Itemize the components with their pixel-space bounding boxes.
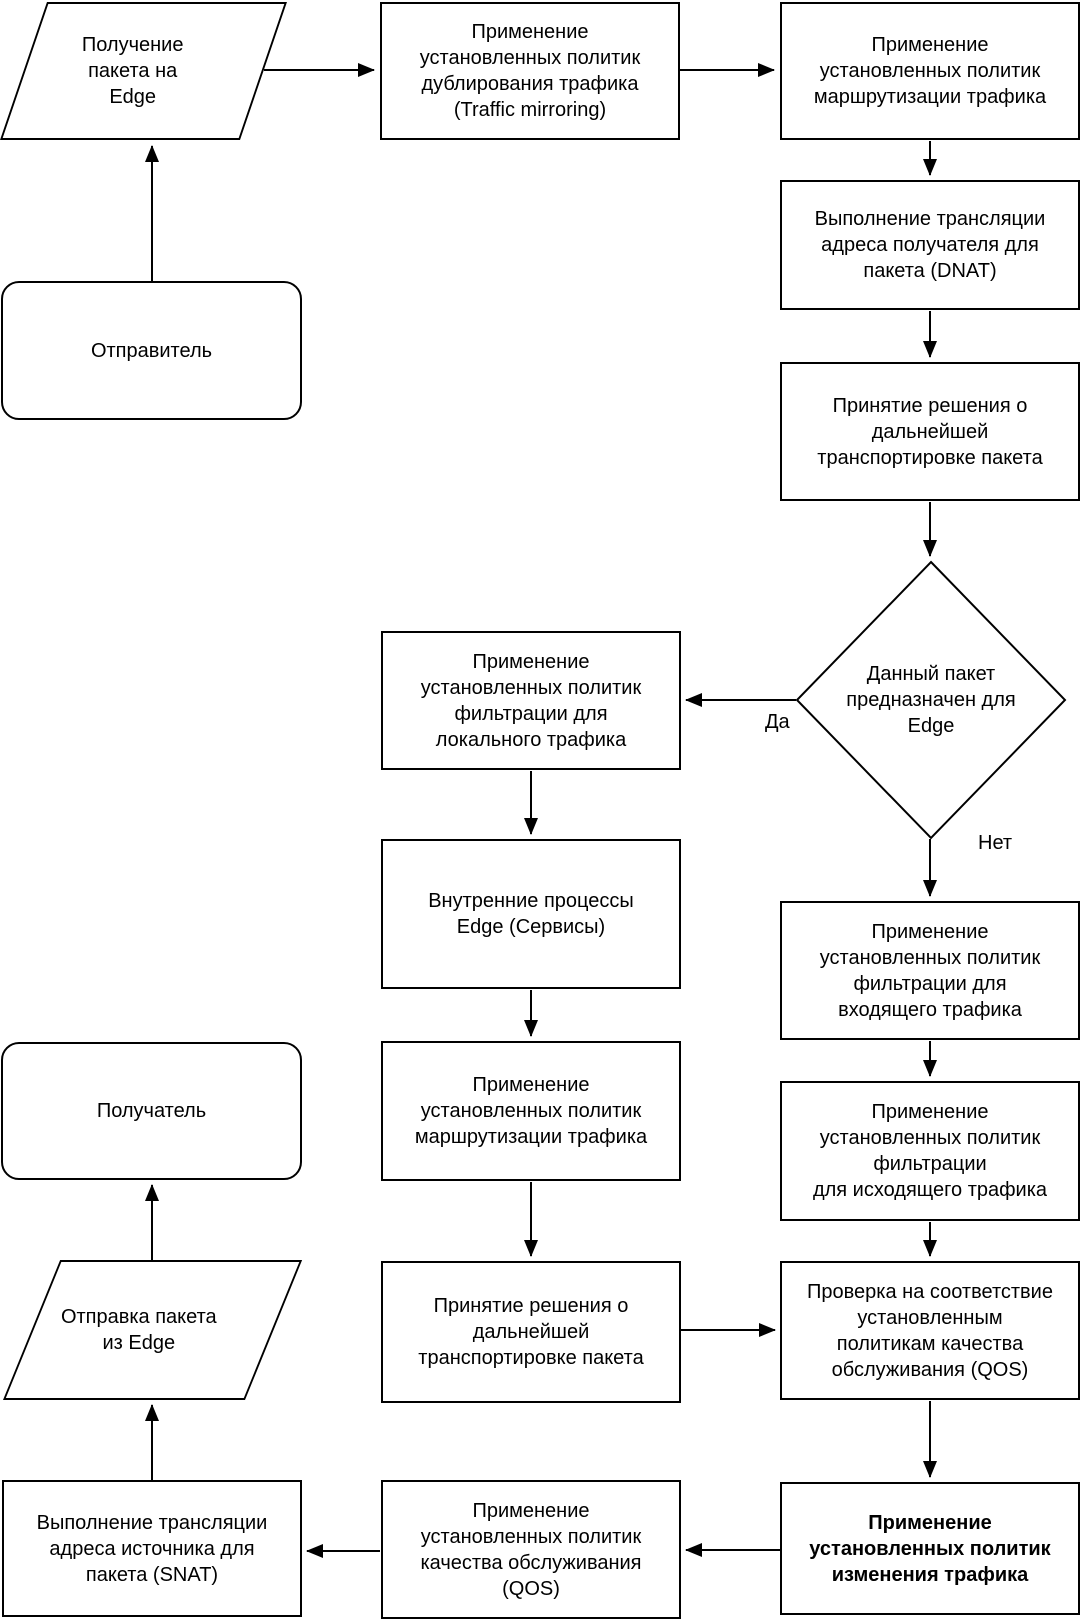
- node-edge-services: Внутренние процессы Edge (Сервисы): [381, 839, 681, 989]
- node-receiver: Получатель: [1, 1042, 302, 1180]
- node-traffic-change: Применение установленных политик изменен…: [780, 1482, 1080, 1615]
- node-local-filtering: Применение установленных политик фильтра…: [381, 631, 681, 770]
- node-traffic-mirroring-label: Применение установленных политик дублиро…: [419, 21, 641, 121]
- node-routing-middle: Применение установленных политик маршрут…: [381, 1041, 681, 1181]
- node-routing-top-label: Применение установленных политик маршрут…: [813, 34, 1047, 108]
- node-transport-decision-right-label: Принятие решения о дальнейшей транспорти…: [817, 394, 1043, 469]
- node-routing-middle-label: Применение установленных политик маршрут…: [414, 1074, 648, 1148]
- node-receive-packet: Получение пакета на Edge: [0, 2, 287, 140]
- node-send-packet-label: Отправка пакета из Edge: [60, 1306, 217, 1354]
- node-snat-label: Выполнение трансляции адреса источника д…: [36, 1511, 268, 1586]
- node-sender-label: Отправитель: [90, 339, 213, 362]
- node-packet-for-edge-decision: Данный пакет предназначен для Edge: [795, 560, 1067, 840]
- node-edge-services-label: Внутренние процессы Edge (Сервисы): [428, 890, 634, 938]
- node-transport-decision-right: Принятие решения о дальнейшей транспорти…: [780, 362, 1080, 501]
- diamond-shape: [795, 560, 1067, 840]
- node-traffic-change-label: Применение установленных политик изменен…: [809, 1511, 1051, 1586]
- node-dnat: Выполнение трансляции адреса получателя …: [780, 180, 1080, 310]
- node-routing-top: Применение установленных политик маршрут…: [780, 2, 1080, 140]
- node-packet-for-edge-label: Данный пакет предназначен для Edge: [846, 663, 1016, 737]
- node-local-filtering-label: Применение установленных политик фильтра…: [420, 650, 642, 751]
- node-receiver-label: Получатель: [96, 1100, 207, 1122]
- node-egress-filtering: Применение установленных политик фильтра…: [780, 1081, 1080, 1221]
- node-snat: Выполнение трансляции адреса источника д…: [2, 1480, 302, 1617]
- node-egress-filtering-label: Применение установленных политик фильтра…: [812, 1101, 1048, 1201]
- node-qos-check: Проверка на соответствие установленным п…: [780, 1261, 1080, 1400]
- node-qos-check-label: Проверка на соответствие установленным п…: [807, 1280, 1053, 1381]
- node-qos-apply: Применение установленных политик качеств…: [381, 1480, 681, 1619]
- node-transport-decision-middle: Принятие решения о дальнейшей транспорти…: [381, 1261, 681, 1403]
- node-transport-decision-middle-label: Принятие решения о дальнейшей транспорти…: [418, 1295, 644, 1369]
- edge-label-yes: Да: [765, 711, 790, 733]
- node-ingress-filtering: Применение установленных политик фильтра…: [780, 901, 1080, 1040]
- node-traffic-mirroring: Применение установленных политик дублиро…: [380, 2, 680, 140]
- node-receive-packet-label: Получение пакета на Edge: [81, 34, 184, 108]
- node-sender: Отправитель: [1, 281, 302, 420]
- edge-label-no: Нет: [978, 832, 1013, 854]
- node-qos-apply-label: Применение установленных политик качеств…: [420, 1499, 642, 1600]
- node-dnat-label: Выполнение трансляции адреса получателя …: [814, 208, 1046, 282]
- node-ingress-filtering-label: Применение установленных политик фильтра…: [819, 920, 1041, 1021]
